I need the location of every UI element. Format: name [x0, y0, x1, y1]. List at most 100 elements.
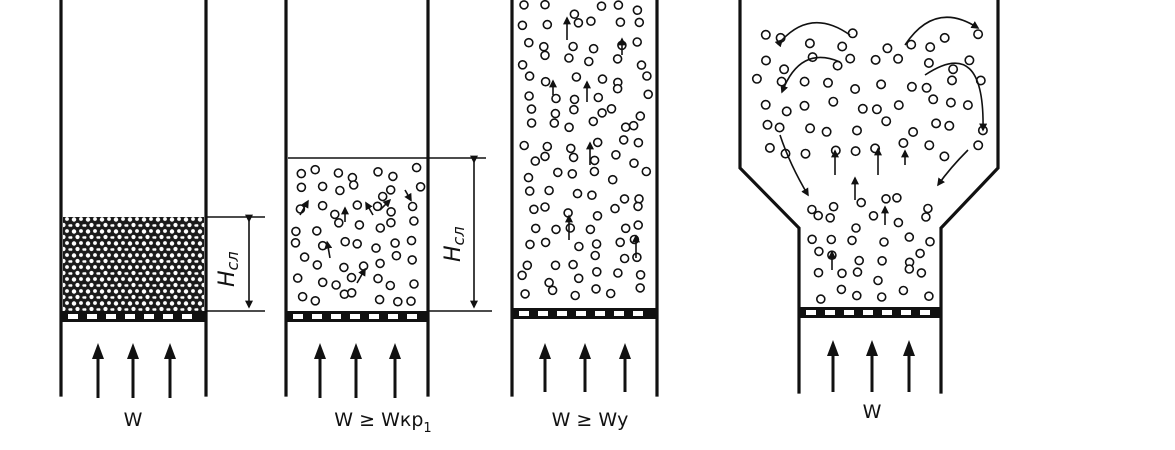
- particle: [760, 99, 771, 110]
- particle: [411, 162, 422, 173]
- distributor-grid: [62, 311, 205, 322]
- grid-hole: [388, 314, 398, 319]
- particle: [620, 223, 631, 234]
- particle: [524, 71, 535, 81]
- particle: [813, 267, 824, 278]
- particle: [837, 268, 847, 279]
- gas-flow-arrowhead: [314, 343, 326, 359]
- particle: [540, 237, 551, 248]
- particle: [760, 55, 771, 66]
- particle: [573, 17, 584, 28]
- particle: [525, 239, 535, 250]
- bed-height-dimension: [206, 214, 265, 312]
- gas-flow-arrowhead: [619, 343, 631, 359]
- particle: [517, 270, 527, 281]
- particle: [774, 122, 785, 133]
- particle: [925, 236, 935, 247]
- panel-transport: [510, 0, 659, 397]
- particle: [636, 60, 647, 70]
- particle: [540, 50, 550, 61]
- flow-arrows: [92, 343, 176, 398]
- particle: [964, 55, 975, 66]
- particle: [760, 29, 771, 40]
- particle: [814, 246, 824, 257]
- velocity-label-3: W ≥ Wу: [552, 409, 629, 431]
- bed-height-label-1: Hсл: [215, 251, 242, 287]
- particle: [642, 71, 652, 81]
- grid-hole: [369, 314, 379, 319]
- particle: [613, 268, 623, 278]
- particle: [544, 277, 554, 288]
- particle: [523, 172, 534, 183]
- particle: [847, 235, 857, 246]
- particle: [375, 258, 385, 269]
- particle: [297, 291, 308, 302]
- particle: [898, 138, 909, 149]
- bed-height-dimension: [288, 155, 492, 312]
- particle: [569, 94, 580, 105]
- vessel-wall-left: [738, 0, 801, 394]
- particle: [944, 120, 955, 131]
- particle: [815, 294, 826, 304]
- particle: [517, 20, 528, 31]
- grid-hole: [576, 311, 586, 316]
- particle: [568, 259, 578, 270]
- grid-hole: [882, 310, 892, 315]
- gas-flow-arrowhead: [127, 343, 139, 359]
- particle: [877, 255, 887, 266]
- particle: [564, 53, 574, 63]
- particle: [876, 292, 887, 302]
- particle: [923, 203, 933, 214]
- particle: [881, 194, 891, 204]
- particle: [845, 53, 856, 64]
- particle: [635, 283, 646, 293]
- particle: [851, 125, 862, 136]
- grid-hole: [633, 311, 643, 316]
- particle: [813, 210, 824, 221]
- particle: [641, 166, 652, 177]
- particle: [632, 252, 642, 263]
- gas-flow-arrowhead: [92, 343, 104, 359]
- particle: [317, 277, 328, 288]
- particle: [837, 41, 848, 52]
- particle-motion-arrows: [299, 189, 412, 284]
- gas-flow-arrowhead: [827, 340, 839, 356]
- particle: [524, 186, 535, 196]
- particle: [523, 37, 534, 48]
- particle: [850, 146, 861, 157]
- particle: [519, 140, 530, 151]
- grid-hole: [312, 314, 322, 319]
- flow-arrows: [314, 343, 401, 398]
- particle: [611, 150, 621, 160]
- particle: [904, 264, 915, 274]
- particle: [292, 273, 303, 283]
- particle: [612, 54, 623, 64]
- particle: [921, 212, 931, 222]
- particle: [826, 234, 837, 245]
- particle: [572, 188, 583, 199]
- bed-height-label-2: Hсл: [441, 226, 468, 262]
- particle: [591, 266, 602, 277]
- particle: [524, 91, 534, 101]
- particle: [375, 223, 386, 233]
- fluidized-particles: [290, 162, 426, 307]
- particle: [781, 106, 792, 117]
- particle: [570, 290, 581, 301]
- particle: [893, 217, 904, 228]
- particle: [352, 200, 363, 210]
- particle: [385, 185, 396, 195]
- particle: [825, 213, 836, 223]
- particle: [517, 60, 528, 70]
- particle: [407, 255, 418, 265]
- particle: [317, 240, 328, 251]
- particle: [409, 279, 419, 289]
- grid-hole: [806, 310, 816, 315]
- particle: [610, 203, 620, 214]
- particle: [804, 38, 815, 49]
- particle: [377, 191, 388, 202]
- particle: [868, 211, 879, 221]
- particle: [299, 252, 310, 262]
- particle: [407, 201, 418, 212]
- particle: [800, 148, 811, 159]
